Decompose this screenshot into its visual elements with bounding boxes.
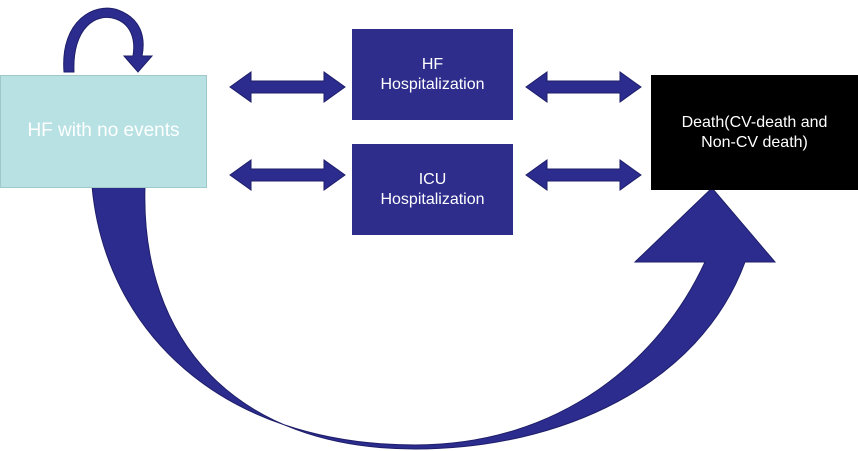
- state-icu-hospitalization: ICU Hospitalization: [352, 144, 513, 235]
- state-hf-no-events-label: HF with no events: [27, 120, 180, 142]
- transition-arrow-start-to-death: [91, 185, 777, 450]
- state-hf-hospitalization-line2: Hospitalization: [380, 75, 485, 93]
- state-hf-hospitalization-line1: HF: [421, 56, 444, 74]
- transition-arrow-hf-death: [525, 71, 642, 103]
- transition-arrow-start-icu: [229, 159, 346, 191]
- state-death: Death(CV-death and Non-CV death): [651, 75, 858, 190]
- self-loop-arrow: [63, 7, 154, 73]
- state-hf-no-events: HF with no events: [0, 75, 207, 188]
- transition-arrow-icu-death: [525, 159, 642, 191]
- state-hf-hospitalization: HF Hospitalization: [352, 29, 513, 120]
- state-icu-hospitalization-line2: Hospitalization: [380, 190, 485, 208]
- state-icu-hospitalization-line1: ICU: [418, 171, 447, 189]
- state-death-line2: Non-CV death): [701, 133, 808, 151]
- state-death-line1: Death(CV-death and: [681, 114, 828, 132]
- transition-arrow-start-hf: [229, 71, 346, 103]
